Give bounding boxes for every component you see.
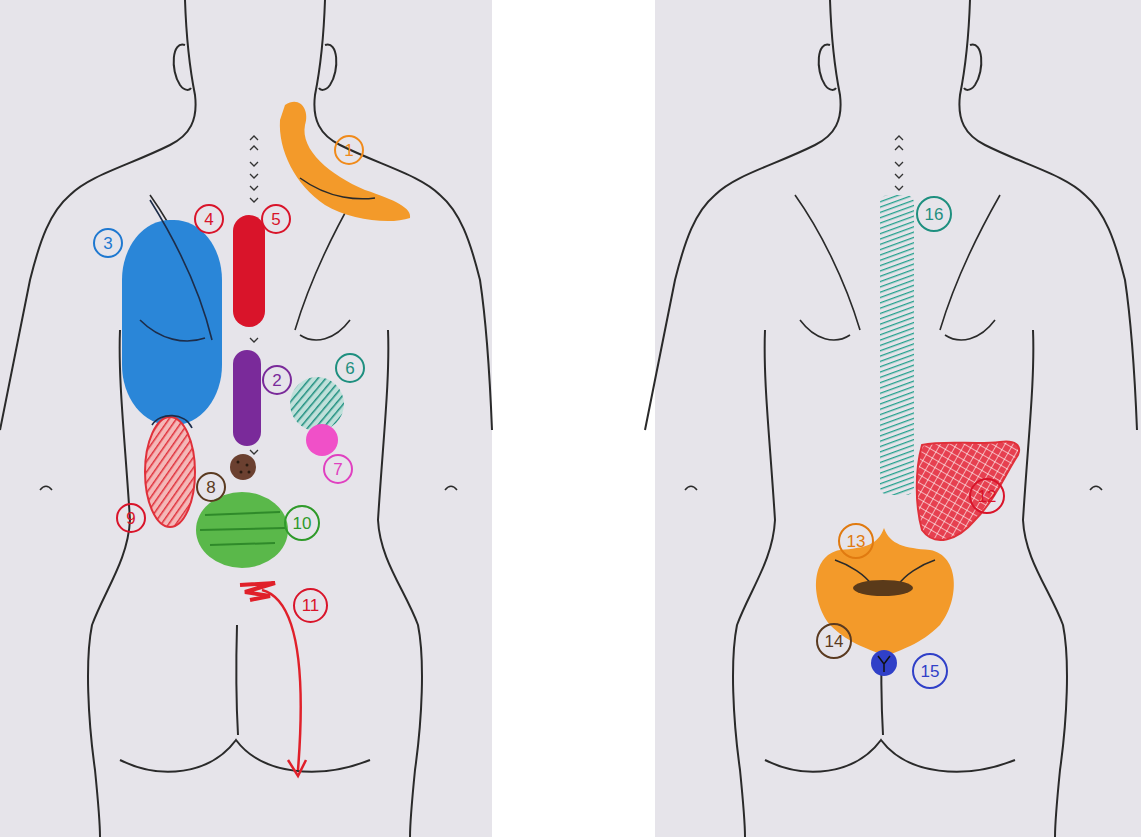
callout-number: 6 <box>345 360 354 377</box>
callout-number: 5 <box>271 211 280 228</box>
callout-number: 10 <box>293 515 312 532</box>
callout-circle: 13 <box>838 523 874 559</box>
callout-circle: 7 <box>323 454 353 484</box>
callout-number: 15 <box>921 663 940 680</box>
callout-circle: 10 <box>284 505 320 541</box>
callout-number: 4 <box>204 211 213 228</box>
callout-circle: 3 <box>93 228 123 258</box>
callout-circle: 9 <box>116 503 146 533</box>
callout-number: 9 <box>126 510 135 527</box>
callout-number: 3 <box>103 235 112 252</box>
callout-circle: 5 <box>261 204 291 234</box>
callout-number: 11 <box>302 597 320 614</box>
callout-circle: 2 <box>262 365 292 395</box>
callout-number: 2 <box>272 372 281 389</box>
callout-number: 16 <box>925 206 944 223</box>
callout-circle: 8 <box>196 472 226 502</box>
callout-circle: 1 <box>334 135 364 165</box>
callout-circle: 16 <box>916 196 952 232</box>
callout-number: 14 <box>825 633 844 650</box>
callout-circle: 15 <box>912 653 948 689</box>
callout-circle: 12 <box>969 478 1005 514</box>
callout-circle: 11 <box>293 588 328 623</box>
callout-number: 1 <box>344 142 353 159</box>
callout-circle: 6 <box>335 353 365 383</box>
callout-number: 13 <box>847 533 866 550</box>
callout-number: 12 <box>978 488 997 505</box>
callout-circle: 4 <box>194 204 224 234</box>
callout-number: 8 <box>206 479 215 496</box>
callout-number: 7 <box>333 461 342 478</box>
callout-circle: 14 <box>816 623 852 659</box>
